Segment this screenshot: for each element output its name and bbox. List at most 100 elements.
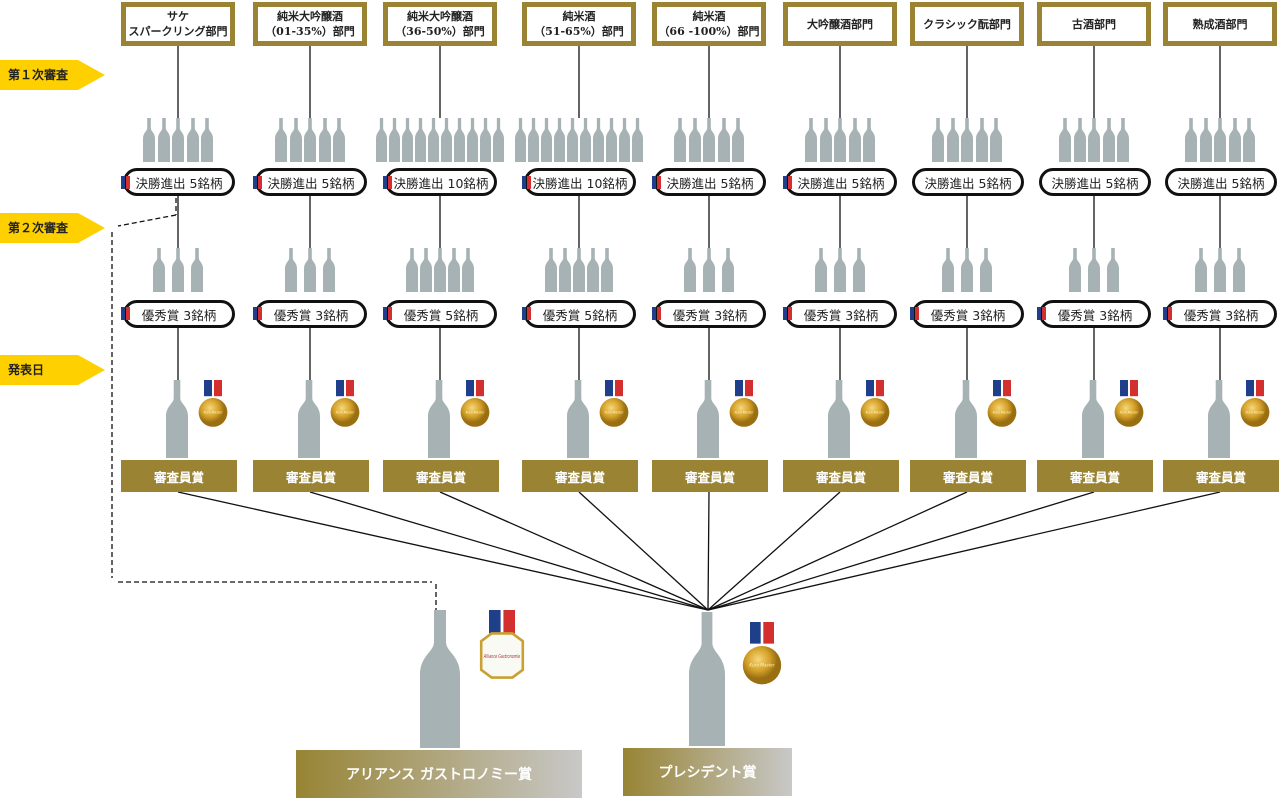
bottle-icon <box>448 248 460 292</box>
gold-medal-icon: Kura Master <box>599 380 629 427</box>
bottle-icon <box>593 118 604 162</box>
bottle-icon <box>406 248 418 292</box>
bottle-icon <box>567 380 589 458</box>
bottle-icon <box>428 380 450 458</box>
bottle-icon <box>541 118 552 162</box>
finalist-pill: 決勝進出 10銘柄 <box>385 168 497 196</box>
excellence-pill: 優秀賞 3銘柄 <box>1039 300 1151 328</box>
bottle-icon <box>318 118 331 162</box>
bottle-icon <box>554 118 565 162</box>
jury-award-label: 審査員賞 <box>253 460 369 492</box>
category-header: クラシック酛部門 <box>910 2 1024 46</box>
bottle-icon <box>1214 118 1226 162</box>
bottle-icon <box>441 118 452 162</box>
bottle-icon <box>684 248 696 292</box>
finalist-pill: 決勝進出 5銘柄 <box>654 168 766 196</box>
gold-medal-icon: Kura Master <box>860 380 890 427</box>
bottle-icon <box>1088 118 1100 162</box>
svg-text:Kura Master: Kura Master <box>605 410 625 414</box>
category-header: 純米酒 （51-65%）部門 <box>522 2 636 46</box>
svg-text:Kura Master: Kura Master <box>1246 410 1266 414</box>
dashed-connector <box>117 214 177 227</box>
stage-label-3: 発表日 <box>0 355 105 385</box>
bottle-icon <box>606 118 617 162</box>
bottle-icon <box>1195 248 1207 292</box>
alliance-gastronomie-award-label: アリアンス ガストロノミー賞 <box>296 750 582 798</box>
connector-to-president <box>707 491 1095 611</box>
bottle-icon <box>961 248 973 292</box>
svg-text:Kura Master: Kura Master <box>204 410 224 414</box>
bottle-icon <box>1214 248 1226 292</box>
excellence-pill: 優秀賞 3銘柄 <box>785 300 897 328</box>
jury-award-label: 審査員賞 <box>1163 460 1279 492</box>
gold-medal-icon: Kura Master <box>198 380 228 427</box>
finalist-pill: 決勝進出 5銘柄 <box>1165 168 1277 196</box>
president-award-label: プレシデント賞 <box>623 748 792 796</box>
bottle-icon <box>1102 118 1115 162</box>
bottle-icon <box>955 380 977 458</box>
stage-text: 発表日 <box>8 363 45 377</box>
president-medal-icon: Kura Master <box>742 622 782 685</box>
connector-to-president <box>578 491 709 611</box>
bottle-icon <box>1082 380 1104 458</box>
bottle-icon <box>703 248 715 292</box>
bottle-icon <box>848 118 861 162</box>
gold-medal-icon: Kura Master <box>460 380 490 427</box>
bottle-icon <box>819 118 832 162</box>
french-flag-icon <box>1037 307 1046 320</box>
category-header: 純米酒 （66 -100%）部門 <box>652 2 766 46</box>
stage-text: 第２次審査 <box>8 221 69 235</box>
alliance-bottle-icon <box>420 610 460 748</box>
bottle-icon <box>703 118 715 162</box>
bottle-icon <box>1185 118 1197 162</box>
french-flag-icon <box>1163 307 1172 320</box>
bottle-icon <box>732 118 744 162</box>
bottle-icon <box>289 118 302 162</box>
french-flag-icon <box>383 176 392 189</box>
gold-medal-icon: Kura Master <box>729 380 759 427</box>
bottle-icon <box>493 118 504 162</box>
bottle-icon <box>990 118 1002 162</box>
bottle-icon <box>186 118 199 162</box>
bottle-icon <box>1243 118 1255 162</box>
bottle-icon <box>304 118 316 162</box>
french-flag-icon <box>522 307 531 320</box>
jury-award-label: 審査員賞 <box>783 460 899 492</box>
bottle-icon <box>619 118 630 162</box>
bottle-icon <box>975 118 988 162</box>
bottle-icon <box>1228 118 1241 162</box>
french-flag-icon <box>783 176 792 189</box>
bottle-icon <box>1208 380 1230 458</box>
connector-to-president <box>707 491 1221 611</box>
bottle-icon <box>722 248 734 292</box>
french-flag-icon <box>383 307 392 320</box>
svg-text:Kura Master: Kura Master <box>866 410 886 414</box>
category-header: 純米大吟醸酒 （36-50%）部門 <box>383 2 497 46</box>
bottle-icon <box>420 248 432 292</box>
excellence-pill: 優秀賞 5銘柄 <box>524 300 636 328</box>
finalist-pill: 決勝進出 5銘柄 <box>255 168 367 196</box>
bottle-icon <box>285 248 297 292</box>
finalist-pill: 決勝進出 5銘柄 <box>912 168 1024 196</box>
bottle-icon <box>434 248 446 292</box>
gold-medal-icon: Kura Master <box>1240 380 1270 427</box>
bottle-icon <box>376 118 387 162</box>
bottle-icon <box>1117 118 1129 162</box>
president-bottle-icon <box>689 612 725 746</box>
bottle-icon <box>172 118 184 162</box>
finalist-pill: 決勝進出 5銘柄 <box>123 168 235 196</box>
bottle-icon <box>333 118 345 162</box>
french-flag-icon <box>522 176 531 189</box>
french-flag-icon <box>910 307 919 320</box>
bottle-icon <box>462 248 474 292</box>
bottle-icon <box>688 118 701 162</box>
connector-to-president <box>707 491 710 611</box>
bottle-icon <box>389 118 400 162</box>
connector-to-president <box>439 491 709 611</box>
stage-label-1: 第１次審査 <box>0 60 105 90</box>
bottle-icon <box>932 118 944 162</box>
bottle-icon <box>201 118 213 162</box>
bottle-icon <box>853 248 865 292</box>
bottle-icon <box>166 380 188 458</box>
svg-text:Kura Master: Kura Master <box>735 410 755 414</box>
